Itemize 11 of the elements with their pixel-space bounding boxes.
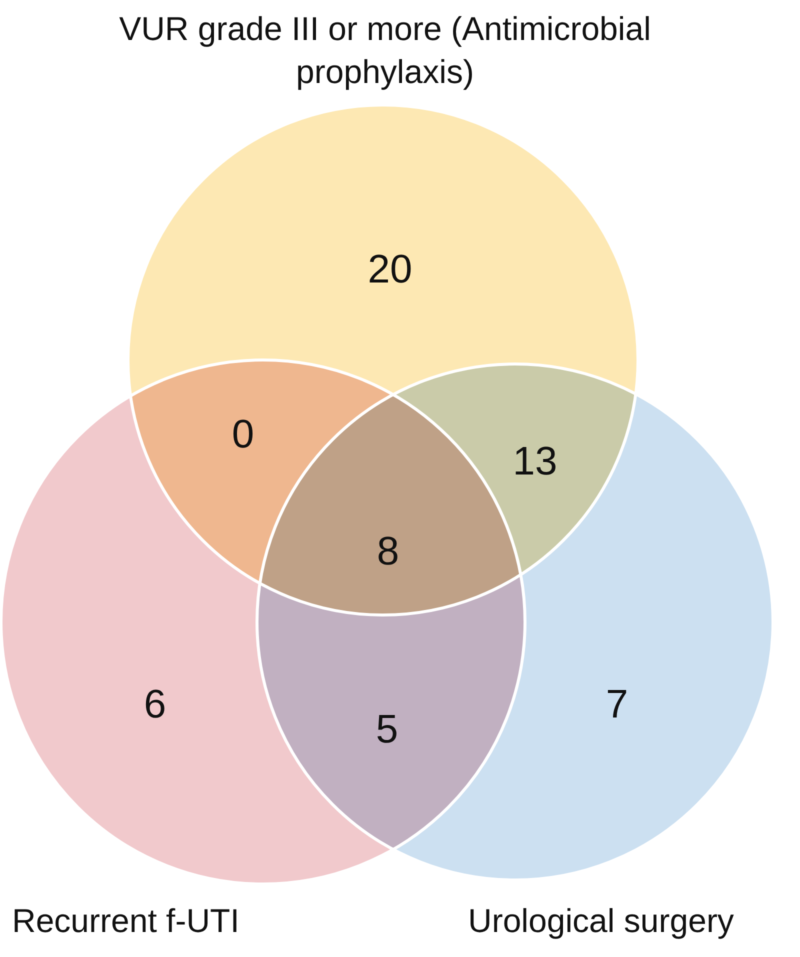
region-count: 7 (606, 682, 628, 728)
region-count: 20 (368, 248, 412, 292)
set-label: Recurrent f-UTI (12, 901, 240, 941)
region-count: 8 (376, 530, 400, 574)
region-count: 5 (376, 708, 398, 752)
venn-circle (257, 364, 773, 880)
set-label: VUR grade III or more (Antimicrobial prophylaxis) (118, 9, 652, 92)
region-count: 13 (512, 440, 558, 484)
region-count: 6 (144, 682, 166, 728)
region-count: 0 (232, 412, 254, 458)
set-label: Urological surgery (468, 901, 735, 941)
